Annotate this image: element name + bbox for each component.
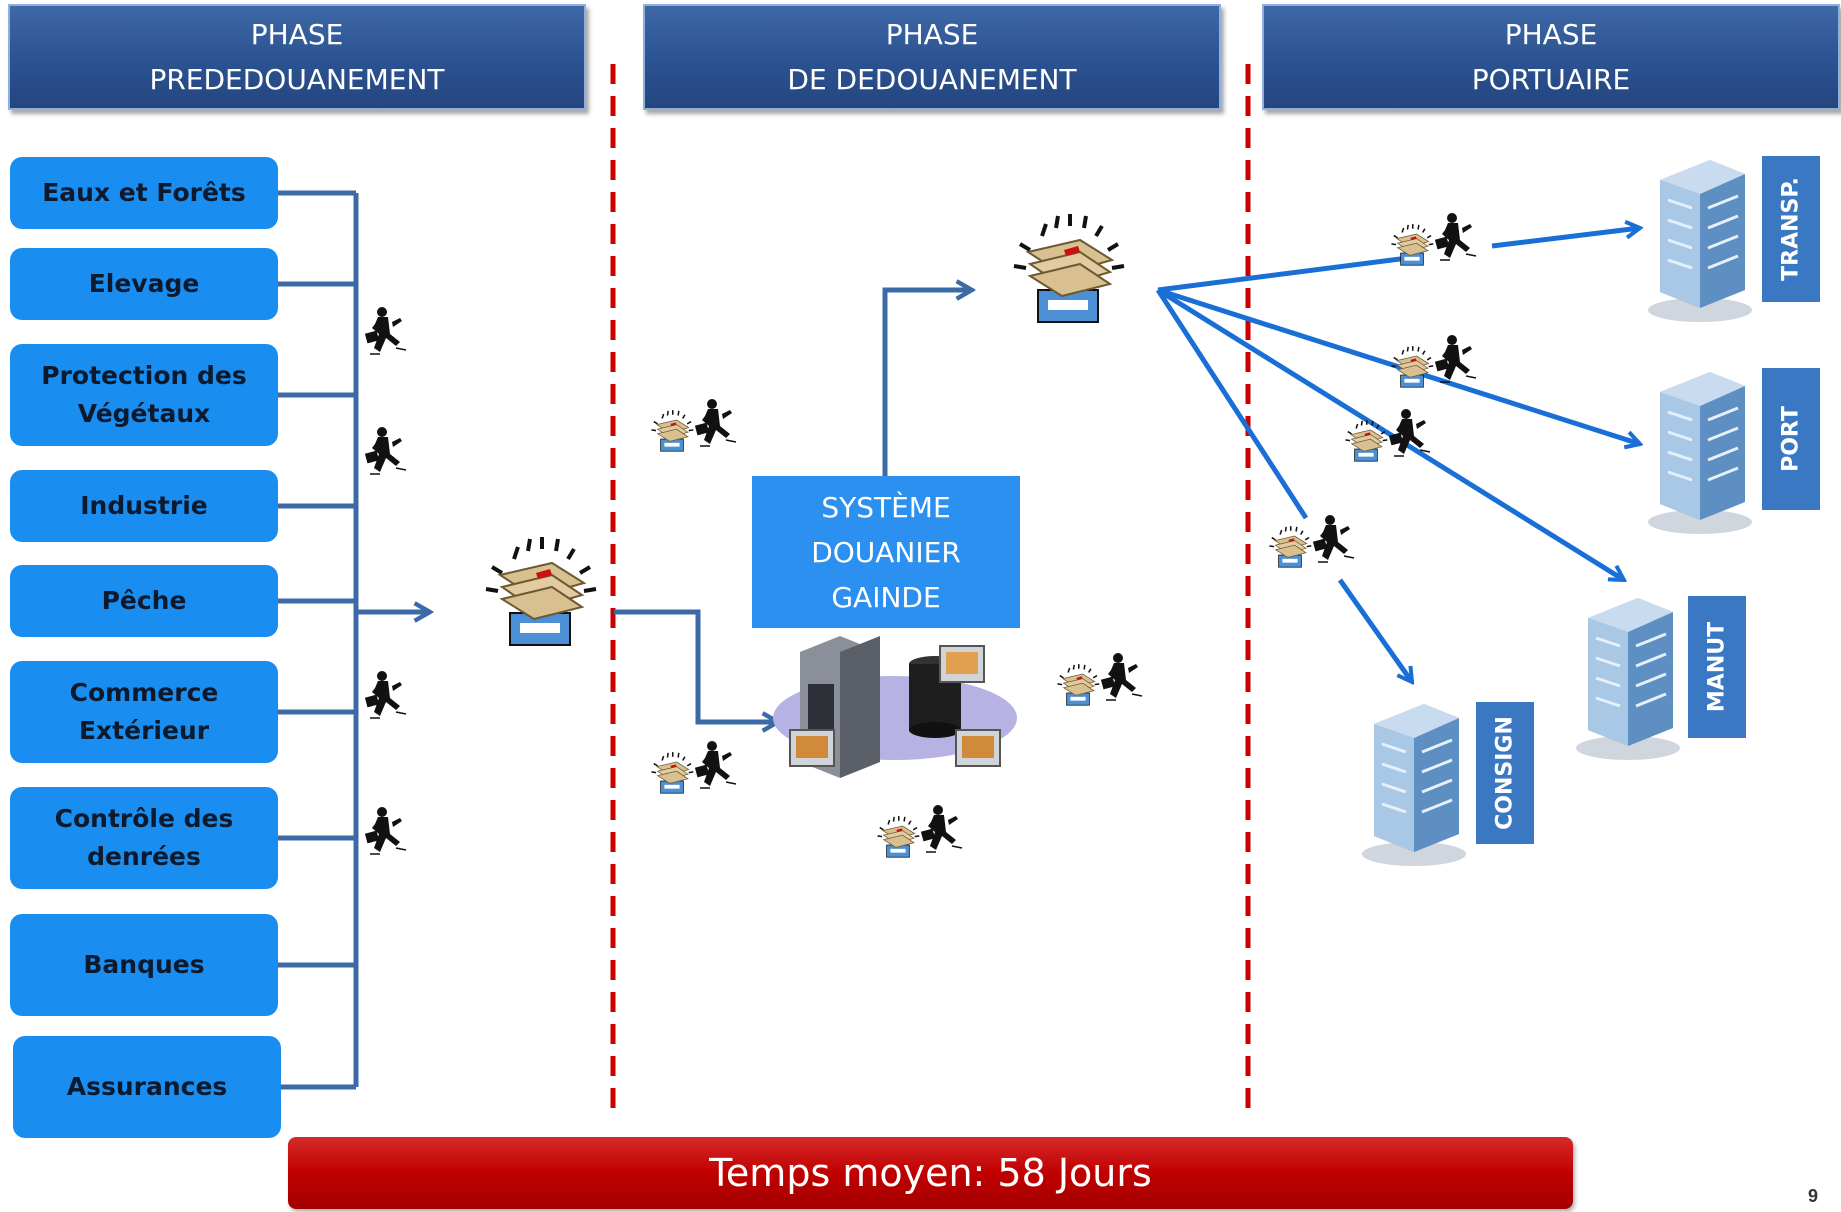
agency-label: Eaux et Forêts: [42, 178, 246, 207]
phase-header-portuaire: PHASE PORTUAIRE: [1262, 4, 1840, 110]
building-icon: [1646, 158, 1754, 324]
phase-header-line2: PORTUAIRE: [1471, 63, 1631, 96]
courier-with-docs-icon: [1268, 514, 1355, 568]
destination-label-consign: CONSIGN: [1476, 702, 1534, 844]
gainde-system-box: SYSTÈME DOUANIER GAINDE: [752, 476, 1020, 628]
agency-label-2: Végétaux: [77, 399, 211, 428]
agency-label: Commerce: [69, 678, 219, 707]
destination-label-manut: MANUT: [1688, 596, 1746, 738]
agency-connectors: [278, 190, 359, 1090]
phase-header-prededouanement: PHASE PREDEDOUANEMENT: [8, 4, 586, 110]
agency-elevage: Elevage: [10, 248, 278, 320]
agency-label: Industrie: [80, 491, 208, 520]
agency-assurances: Assurances: [13, 1036, 281, 1138]
phase-header-line2: PREDEDOUANEMENT: [149, 63, 445, 96]
courier-with-docs-icon: [1056, 652, 1143, 706]
average-time-label: Temps moyen: 58 Jours: [709, 1151, 1152, 1195]
agency-label: Contrôle des: [54, 804, 234, 833]
phase-header-line2: DE DEDOUANEMENT: [787, 63, 1077, 96]
document-stack-icon: [484, 535, 598, 647]
phase-header-line1: PHASE: [885, 18, 979, 51]
phase-header-line1: PHASE: [250, 18, 344, 51]
port-arrows: [1155, 228, 1640, 682]
courier-with-docs-icon: [650, 740, 737, 794]
courier-with-docs-icon: [1390, 212, 1477, 266]
system-label-1: SYSTÈME: [821, 490, 951, 524]
agency-controle-denrees: Contrôle des denrées: [10, 787, 278, 889]
system-label-2: DOUANIER: [811, 535, 961, 569]
average-time-banner: Temps moyen: 58 Jours: [288, 1137, 1573, 1209]
agency-industrie: Industrie: [10, 470, 278, 542]
running-courier-icon: [364, 306, 407, 355]
running-courier-icon: [364, 806, 407, 855]
running-courier-icon: [364, 426, 407, 475]
phase-header-dedouanement: PHASE DE DEDOUANEMENT: [643, 4, 1221, 110]
server-computer-icon: [773, 636, 1017, 778]
system-output-arrow: [882, 290, 972, 476]
running-courier-icon: [364, 670, 407, 719]
building-icon: [1360, 702, 1468, 868]
agency-eaux-forets: Eaux et Forêts: [10, 157, 278, 229]
building-icon: [1574, 596, 1682, 762]
phase-header-line1: PHASE: [1504, 18, 1598, 51]
courier-with-docs-icon: [876, 804, 963, 858]
agency-banques: Banques: [10, 914, 278, 1016]
agency-label-2: Extérieur: [78, 716, 210, 745]
building-icon: [1646, 370, 1754, 536]
page-number: 9: [1808, 1186, 1819, 1206]
destination-label-transp: TRANSP.: [1762, 156, 1820, 302]
to-system-arrow: [614, 609, 778, 722]
agency-label: Protection des: [41, 361, 247, 390]
agency-label: Banques: [83, 950, 205, 979]
agency-label: Pêche: [101, 586, 187, 615]
system-label-3: GAINDE: [831, 580, 941, 614]
agency-label: Assurances: [66, 1072, 228, 1101]
destination-label-port: PORT: [1762, 368, 1820, 510]
agency-label-2: denrées: [87, 842, 201, 871]
agency-label: Elevage: [88, 269, 200, 298]
courier-with-docs-icon: [650, 398, 737, 452]
document-stack-icon: [1012, 212, 1126, 324]
agency-peche: Pêche: [10, 565, 278, 637]
